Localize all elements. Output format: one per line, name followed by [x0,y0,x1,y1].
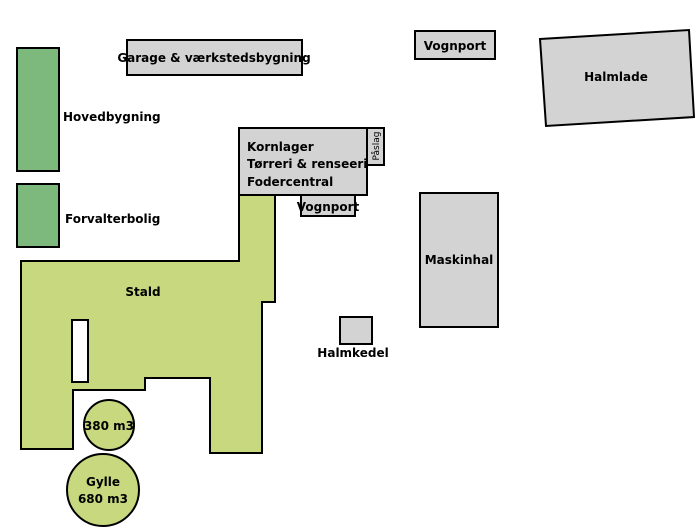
paaslag-building [366,127,385,166]
halmkedel-label: Halmkedel [317,346,388,360]
tank-380-label: 380 m3 [84,419,134,433]
garage-building [126,39,303,76]
kornlager-label-line3: Fodercentral [247,175,333,189]
halmkedel-building [339,316,373,345]
halmlade-building [538,28,696,128]
tank-380-circle [83,399,135,451]
tank-680-label-line2: 680 m3 [78,492,128,506]
kornlager-label-line1: Kornlager [247,140,314,154]
stald-opening [71,319,89,383]
maskinhal-label: Maskinhal [425,253,494,267]
halmlade-label: Halmlade [584,70,648,84]
forvalterbolig-building [16,183,60,248]
hovedbygning-building [16,47,60,172]
tank-680-label-line1: Gylle [86,475,120,489]
garage-label: Garage & værkstedsbygning [117,51,310,65]
vognport-top-building [414,30,496,60]
maskinhal-building [419,192,499,328]
stald-label: Stald [125,285,160,299]
vognport-top-label: Vognport [424,39,487,53]
kornlager-label-line2: Tørreri & renseeri [247,157,367,171]
vognport-mid-building [300,194,356,217]
vognport-mid-label: Vognport [297,200,360,214]
paaslag-label: Påslag [371,132,382,161]
hovedbygning-label: Hovedbygning [63,110,161,124]
tank-680-circle [66,453,140,527]
forvalterbolig-label: Forvalterbolig [65,212,160,226]
